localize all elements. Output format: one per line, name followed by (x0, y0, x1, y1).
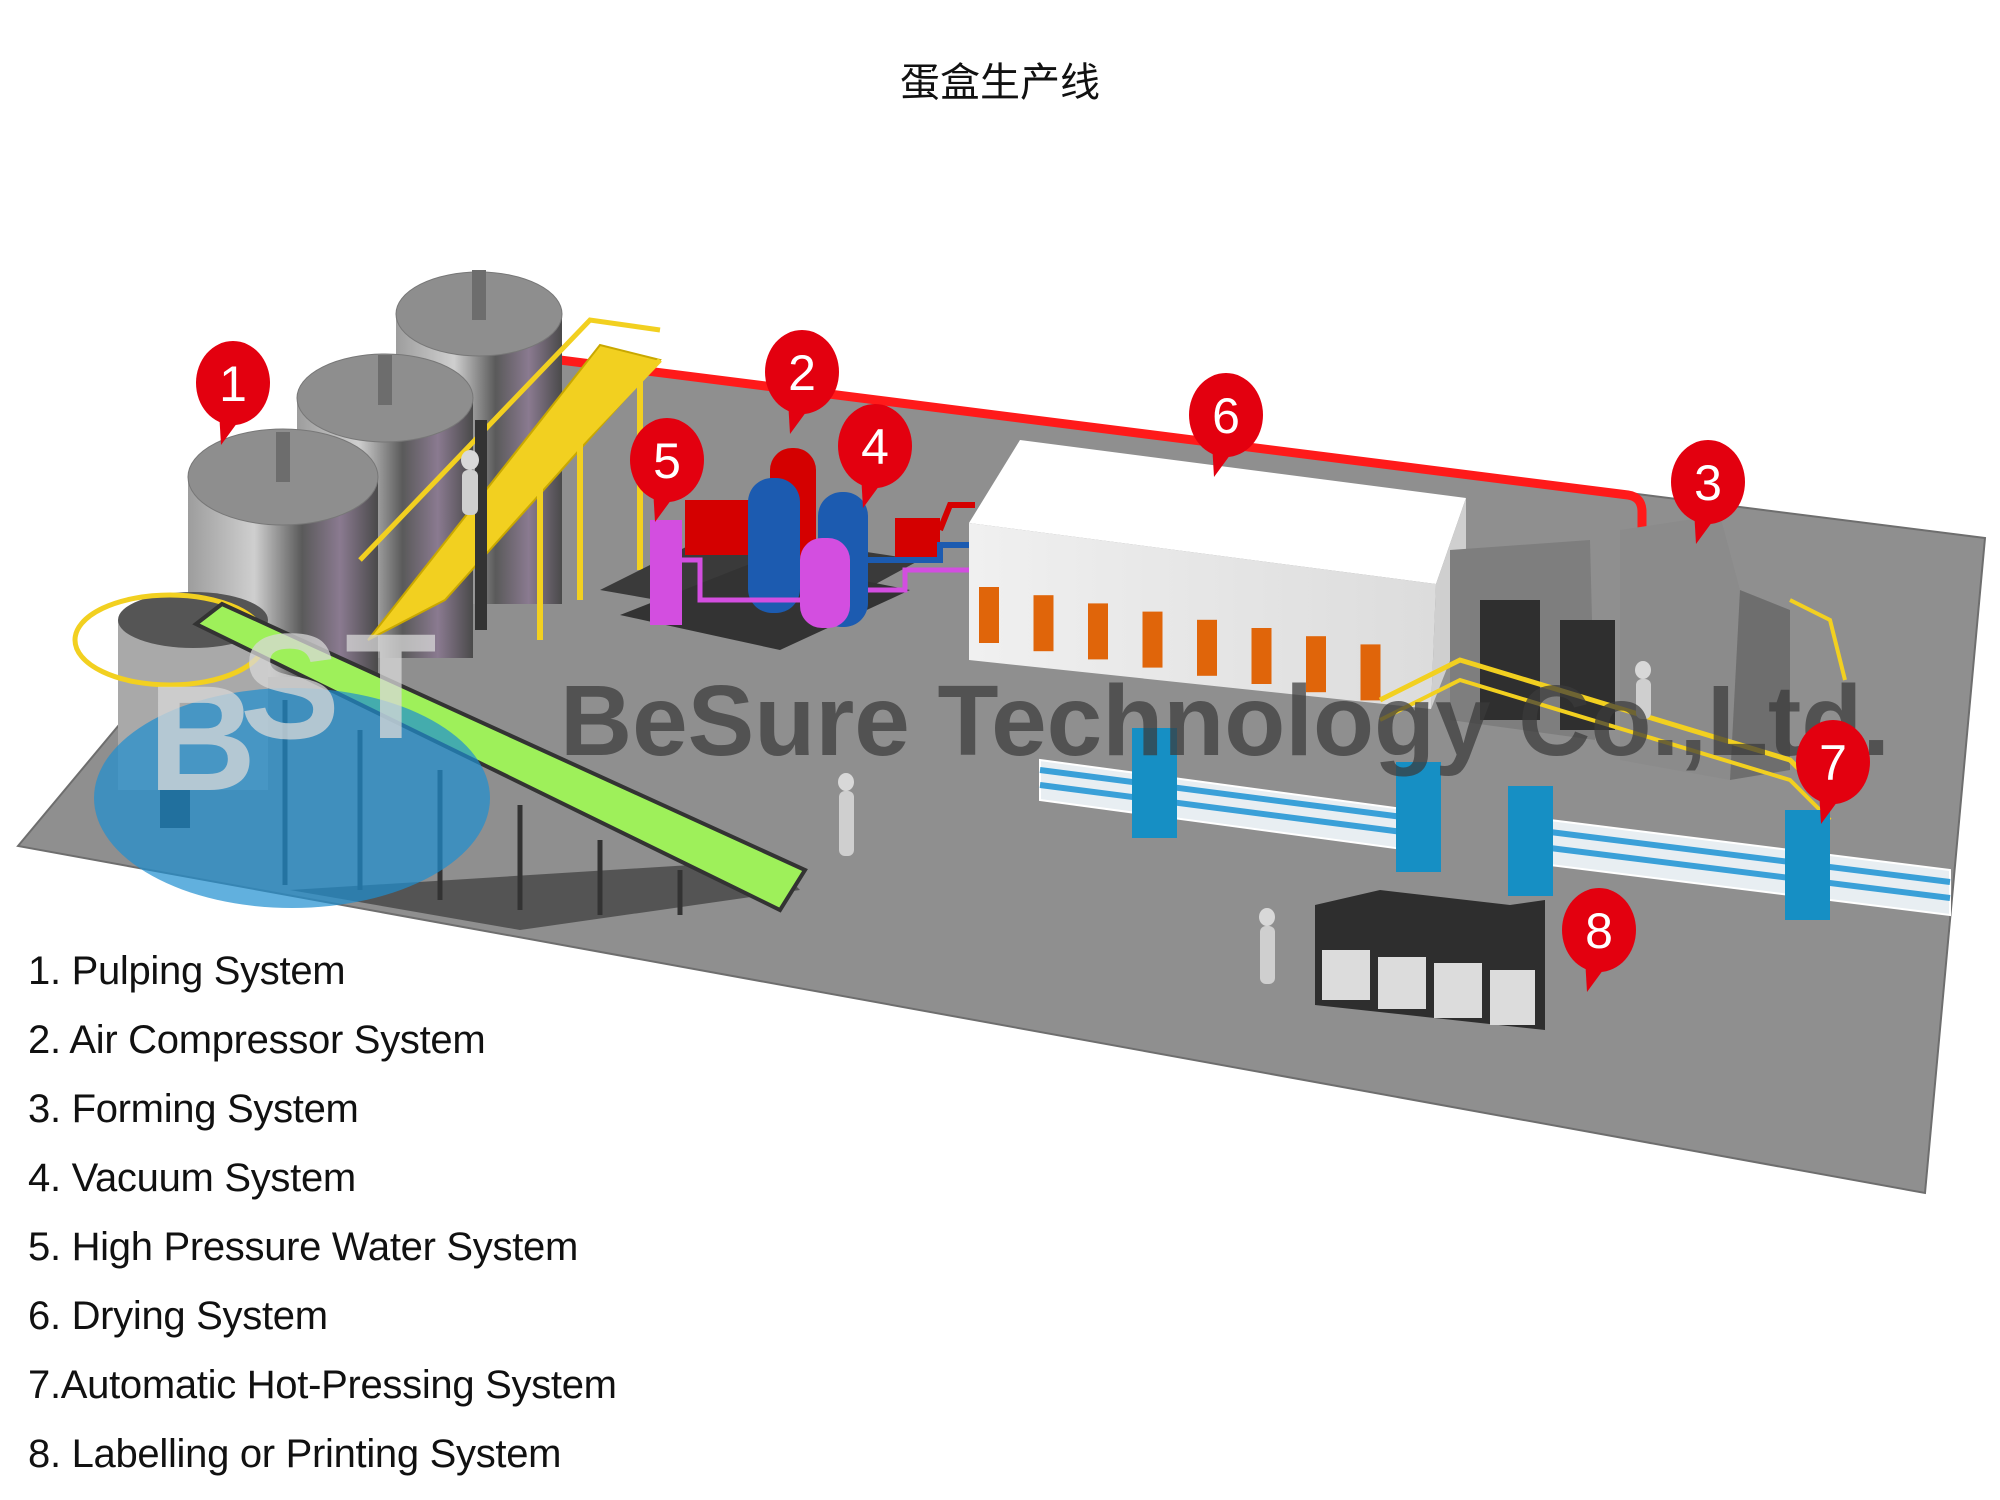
hot-press (1785, 810, 1830, 920)
dryer-window (979, 587, 999, 643)
hot-press (1132, 728, 1177, 838)
logo-letter-s: S (240, 602, 340, 770)
marker-5: 5 (630, 418, 704, 522)
labelling-machine (1259, 890, 1545, 1030)
dryer-window (1088, 603, 1108, 660)
water-pump-magenta (650, 520, 682, 625)
system-legend: 1. Pulping System 2. Air Compressor Syste… (28, 937, 617, 1489)
marker-pin-circle (765, 330, 839, 414)
hot-press (1396, 762, 1441, 872)
marker-pin-circle (1562, 888, 1636, 972)
marker-4: 4 (838, 404, 912, 508)
marker-pin-circle (1189, 373, 1263, 457)
marker-number: 1 (219, 356, 247, 412)
watermark-company: BeSure Technology Co.,Ltd. (560, 665, 1890, 777)
marker-number: 5 (653, 433, 681, 489)
dryer-window (1142, 611, 1163, 668)
marker-7: 7 (1796, 720, 1870, 824)
marker-pin-circle (1671, 440, 1745, 524)
legend-item: 6. Drying System (28, 1294, 328, 1338)
marker-8: 8 (1562, 888, 1636, 992)
worker-figure (461, 450, 479, 515)
forming-machine (1378, 515, 1847, 822)
dryer-window (1360, 644, 1381, 701)
marker-pin-circle (838, 404, 912, 488)
marker-number: 3 (1694, 455, 1722, 511)
dryer-windows (979, 587, 1381, 701)
legend-item: 7.Automatic Hot-Pressing System (28, 1363, 617, 1407)
marker-number: 8 (1585, 903, 1613, 959)
legend-item: 8. Labelling or Printing System (28, 1432, 562, 1476)
marker-number: 7 (1819, 735, 1847, 791)
marker-number: 4 (861, 419, 889, 475)
marker-2: 2 (765, 330, 839, 434)
legend-item: 1. Pulping System (28, 949, 346, 993)
logo-letter-t: T (345, 602, 437, 770)
dryer-window (1251, 628, 1272, 684)
worker-figure (1635, 661, 1651, 719)
page-title: 蛋盒生产线 (900, 60, 1100, 106)
hot-press (1508, 786, 1553, 896)
water-tank-magenta (800, 538, 850, 628)
marker-1: 1 (196, 341, 270, 445)
marker-pin-circle (196, 341, 270, 425)
marker-pin-circle (630, 418, 704, 502)
legend-item: 2. Air Compressor System (28, 1018, 486, 1062)
dryer-window (1197, 619, 1217, 676)
dryer-window (1306, 636, 1326, 693)
conveyor-lines (1039, 728, 1951, 920)
watermark: B S T BeSure Technology Co.,Ltd. (94, 602, 1890, 908)
worker-figure (1259, 908, 1275, 984)
legend-item: 4. Vacuum System (28, 1156, 356, 1200)
logo-letter-b: B (148, 654, 256, 822)
worker-figure (838, 773, 854, 856)
marker-3: 3 (1671, 440, 1745, 544)
system-markers: 1 2 3 4 5 6 7 8 (196, 330, 1870, 992)
marker-number: 6 (1212, 388, 1240, 444)
legend-item: 5. High Pressure Water System (28, 1225, 578, 1269)
logo-ellipse (94, 688, 490, 908)
dryer-tunnel (969, 440, 1466, 709)
red-pipe (559, 355, 1647, 528)
dryer-window (1033, 595, 1054, 652)
marker-number: 2 (788, 345, 816, 401)
marker-pin-circle (1796, 720, 1870, 804)
air-tank-blue (748, 478, 800, 613)
marker-6: 6 (1189, 373, 1263, 477)
legend-item: 3. Forming System (28, 1087, 359, 1131)
compressor-group (600, 448, 975, 650)
